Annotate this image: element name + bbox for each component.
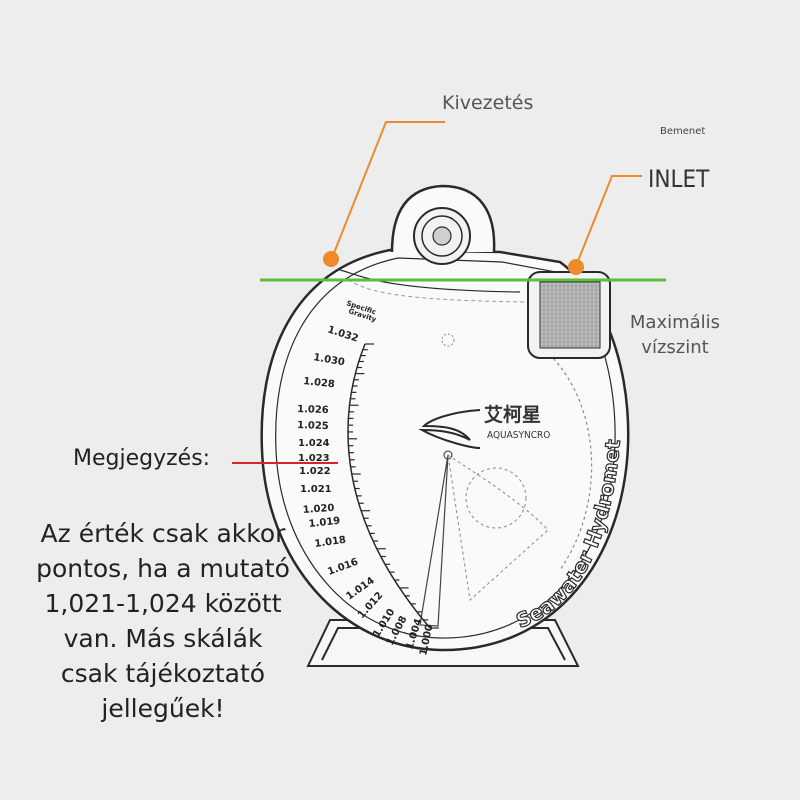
scale-tick-label: 1.020	[302, 503, 334, 516]
note-text: Az érték csak akkor pontos, ha a mutató …	[36, 519, 290, 723]
callouts	[232, 121, 666, 464]
scale-tick-label: 1.022	[299, 466, 331, 477]
outlet-marker	[323, 251, 339, 267]
scale-tick-label: 1.025	[297, 420, 329, 432]
scale-tick-label: 1.023	[298, 453, 330, 464]
inlet-chamber	[527, 271, 611, 359]
scale-tick-label: 1.030	[312, 352, 345, 368]
outlet-label: Kivezetés	[442, 92, 534, 114]
scale-tick-label: 1.028	[303, 376, 336, 390]
inlet-small-label: Bemenet	[660, 126, 706, 137]
scale-tick-label: 1.018	[314, 535, 347, 550]
brand-cn-text: 艾柯星	[484, 404, 541, 426]
outlet-callout-line	[331, 121, 445, 259]
inlet-callout-line	[575, 175, 642, 267]
scale-tick-label: 1.021	[300, 484, 332, 495]
scale-tick-label: 1.024	[298, 438, 330, 449]
brand-logo: 艾柯星 AQUASYNCRO	[418, 404, 550, 449]
brand-text: AQUASYNCRO	[487, 430, 550, 441]
inlet-marker	[568, 259, 584, 275]
scale-tick-label: 1.026	[297, 404, 329, 416]
scale-tick-label: 1.019	[308, 516, 341, 530]
max-level-label: Maximális vízszint	[629, 312, 721, 358]
inlet-label: INLET	[648, 165, 710, 193]
note-title: Megjegyzés:	[73, 446, 211, 471]
